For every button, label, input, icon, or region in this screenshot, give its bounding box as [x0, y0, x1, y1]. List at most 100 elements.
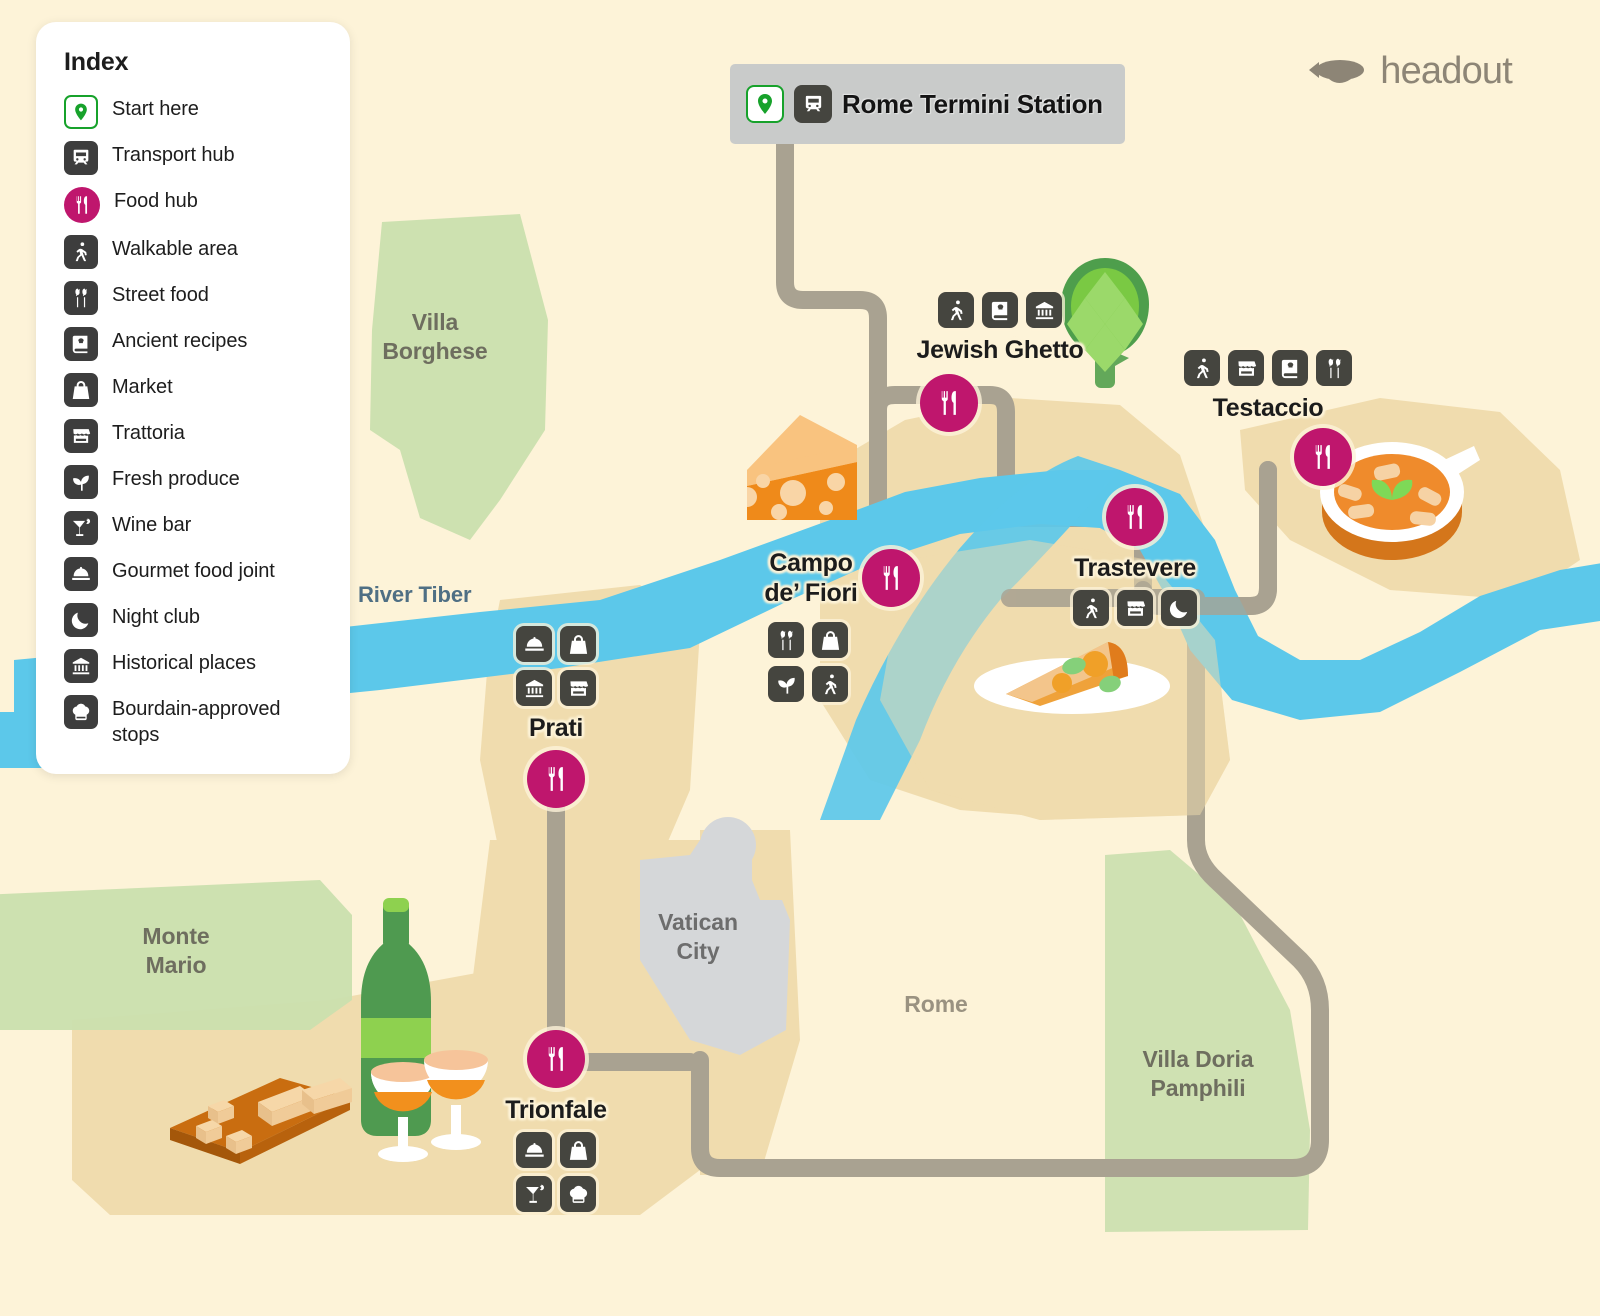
legend-item-gourmet-food-joint[interactable]: Gourmet food joint [64, 557, 326, 591]
area-label-vatican-city: Vatican City [658, 909, 738, 964]
rome-termini-station-label: Rome Termini Station [842, 88, 1103, 119]
street-food-icon [64, 281, 98, 315]
legend-label: Street food [112, 284, 209, 306]
market-bag-icon[interactable] [560, 626, 596, 662]
legend-label: Trattoria [112, 422, 185, 444]
legend-label: Historical places [112, 652, 256, 674]
market-bag-icon[interactable] [812, 622, 848, 658]
artichoke-illustration [1061, 258, 1149, 388]
walking-person-icon[interactable] [1073, 590, 1109, 626]
park-areas [0, 214, 1310, 1232]
area-label-rome: Rome [904, 991, 968, 1017]
headout-logo[interactable]: headout [1307, 50, 1513, 93]
fork-knife-icon[interactable] [861, 549, 920, 607]
legend-label: Gourmet food joint [112, 560, 275, 582]
walking-person-icon[interactable] [938, 292, 974, 328]
cocktail-glass-icon [64, 511, 98, 545]
area-label-river-tiber: River Tiber [358, 582, 472, 607]
legend-item-walkable-area[interactable]: Walkable area [64, 235, 326, 269]
legend-item-transport-hub[interactable]: Transport hub [64, 141, 326, 175]
legend-item-fresh-produce[interactable]: Fresh produce [64, 465, 326, 499]
cheese-illustration [747, 415, 857, 520]
area-label-monte-mario: Monte Mario [142, 923, 210, 978]
legend-title: Index [64, 48, 129, 76]
legend-item-historical-places[interactable]: Historical places [64, 649, 326, 683]
recipe-book-icon[interactable] [982, 292, 1018, 328]
hub-icon-row [752, 622, 932, 658]
index-legend-panel: Index Start here Transport hub Food hub … [36, 22, 350, 774]
cocktail-glass-icon[interactable] [516, 1176, 552, 1212]
hub-testaccio[interactable]: Testaccio [1175, 350, 1361, 430]
blimp-icon [1307, 56, 1367, 88]
street-food-icon[interactable] [768, 622, 804, 658]
hub-trastevere[interactable]: Trastevere [1040, 488, 1230, 626]
cloche-icon [64, 557, 98, 591]
legend-item-night-club[interactable]: Night club [64, 603, 326, 637]
start-pin-icon [746, 85, 784, 123]
legend-item-street-food[interactable]: Street food [64, 281, 326, 315]
legend-label: Wine bar [112, 514, 192, 536]
moon-icon[interactable] [1161, 590, 1197, 626]
train-icon [64, 141, 98, 175]
chef-hat-icon [64, 695, 98, 729]
hub-icon-row [496, 1176, 616, 1212]
walking-person-icon[interactable] [812, 666, 848, 702]
hub-icon-row [496, 1132, 616, 1168]
market-bag-icon[interactable] [560, 1132, 596, 1168]
hub-prati[interactable]: Prati [496, 626, 616, 808]
museum-icon[interactable] [1026, 292, 1062, 328]
legend-item-start-here[interactable]: Start here [64, 95, 326, 129]
trattoria-icon [64, 419, 98, 453]
cloche-icon[interactable] [516, 626, 552, 662]
fork-knife-icon[interactable] [1294, 428, 1352, 486]
sprout-icon[interactable] [768, 666, 804, 702]
food-hub-jewish-ghetto[interactable] [920, 374, 978, 432]
legend-label: Market [112, 376, 173, 398]
rome-termini-station-marker[interactable]: Rome Termini Station [730, 64, 1125, 144]
hub-name-testaccio: Testaccio [1212, 394, 1324, 422]
hub-jewish-ghetto[interactable]: Jewish Ghetto [905, 292, 1095, 372]
legend-label: Night club [112, 606, 200, 628]
legend-item-ancient-recipes[interactable]: Ancient recipes [64, 327, 326, 361]
hub-name-prati: Prati [528, 714, 584, 742]
hub-name-jewish-ghetto: Jewish Ghetto [916, 336, 1084, 364]
moon-icon [64, 603, 98, 637]
hub-icon-row [496, 670, 616, 706]
area-label-villa-doria-pamphili: Villa Doria Pamphili [1142, 1046, 1254, 1101]
fork-knife-icon [64, 187, 100, 223]
fork-knife-icon[interactable] [527, 750, 585, 808]
legend-label: Bourdain-approved stops [112, 698, 281, 746]
legend-item-wine-bar[interactable]: Wine bar [64, 511, 326, 545]
hub-trionfale[interactable]: Trionfale [496, 1030, 616, 1212]
walking-person-icon[interactable] [1184, 350, 1220, 386]
legend-label: Fresh produce [112, 468, 240, 490]
museum-icon [64, 649, 98, 683]
legend-item-market[interactable]: Market [64, 373, 326, 407]
hub-icon-row [1040, 590, 1230, 626]
recipe-book-icon [64, 327, 98, 361]
walking-person-icon [64, 235, 98, 269]
sprout-icon [64, 465, 98, 499]
recipe-book-icon[interactable] [1272, 350, 1308, 386]
legend-item-food-hub[interactable]: Food hub [64, 187, 326, 223]
legend-item-trattoria[interactable]: Trattoria [64, 419, 326, 453]
fork-knife-icon[interactable] [1106, 488, 1164, 546]
trattoria-icon[interactable] [560, 670, 596, 706]
area-label-villa-borghese: Villa Borghese [382, 309, 488, 364]
cloche-icon[interactable] [516, 1132, 552, 1168]
trattoria-icon[interactable] [1117, 590, 1153, 626]
legend-label: Ancient recipes [112, 330, 248, 352]
museum-icon[interactable] [516, 670, 552, 706]
start-pin-icon [64, 95, 98, 129]
fork-knife-icon[interactable] [920, 374, 978, 432]
street-food-icon[interactable] [1316, 350, 1352, 386]
chef-hat-icon[interactable] [560, 1176, 596, 1212]
trattoria-icon[interactable] [1228, 350, 1264, 386]
pizza-illustration [974, 642, 1170, 714]
legend-item-bourdain-approved-stops[interactable]: Bourdain-approved stops [64, 695, 326, 748]
fork-knife-icon[interactable] [527, 1030, 585, 1088]
food-hub-testaccio[interactable] [1294, 428, 1352, 486]
hub-campo-de-fiori[interactable]: Campo de’ Fiori [752, 548, 932, 702]
